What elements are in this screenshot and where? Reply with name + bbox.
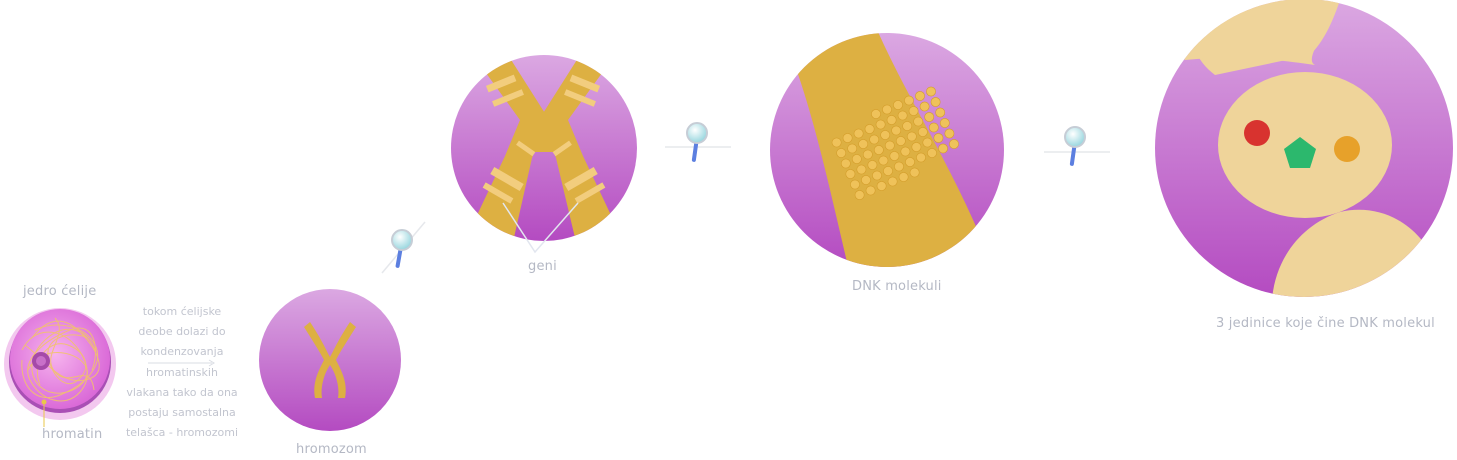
- dna-bead: [864, 124, 875, 134]
- dna-bead: [906, 131, 917, 142]
- description-line: postaju samostalna: [128, 406, 236, 420]
- dna-bead: [916, 152, 926, 163]
- dna-bead: [884, 140, 895, 151]
- dna-bead: [869, 134, 880, 145]
- dna-bead: [913, 116, 924, 127]
- condensation-description: tokom ćelijske deobe dolazi do kondenzov…: [118, 302, 246, 443]
- dna-bead: [894, 161, 904, 172]
- dna-bead: [853, 128, 864, 139]
- dna-bead: [944, 128, 955, 139]
- dna-bead: [861, 175, 871, 185]
- label-chromosome: hromozom: [296, 442, 367, 457]
- dna-bead: [939, 118, 950, 128]
- dna-bead: [847, 143, 858, 154]
- dna-bead: [919, 101, 930, 112]
- dna-bead: [882, 104, 892, 115]
- dna-bead: [895, 136, 906, 146]
- unit-red-circle: [1244, 120, 1270, 146]
- arrow-nucleus-to-chromosome: [148, 359, 215, 367]
- dna-bead: [927, 148, 937, 158]
- dna-bead: [867, 160, 878, 170]
- description-line: hromatinskih: [146, 365, 218, 379]
- label-units: 3 jedinice koje čine DNK molekul: [1216, 316, 1435, 331]
- description-line: vlakana tako da ona: [126, 385, 238, 399]
- cell-nucleus: [4, 308, 116, 427]
- label-nucleus: jedro ćelije: [23, 284, 97, 299]
- dna-circle: [770, 33, 1004, 267]
- dna-bead: [872, 170, 882, 181]
- dna-bead: [928, 122, 939, 133]
- chromatin-fibers: [21, 317, 100, 402]
- dna-bead: [922, 137, 933, 148]
- chromatid-left: [470, 55, 548, 241]
- dna-bead: [862, 149, 873, 160]
- dna-bead: [889, 151, 900, 161]
- dna-bead: [902, 121, 913, 131]
- magnifier-icon: [381, 221, 426, 274]
- dna-bead: [911, 142, 922, 152]
- unit-orange-circle: [1334, 136, 1360, 162]
- dna-bead: [886, 115, 897, 125]
- dna-beads: [831, 86, 959, 200]
- unit-green-pentagon: [1284, 137, 1316, 168]
- dna-bead: [842, 133, 853, 143]
- description-line: deobe dolazi do: [138, 325, 226, 339]
- description-line: telašca - hromozomi: [125, 426, 239, 440]
- dna-units-circle: [1155, 0, 1453, 297]
- dna-bead: [836, 148, 847, 158]
- dna-bead: [926, 86, 936, 97]
- magnifier-icon: [1044, 126, 1110, 166]
- magnifier-icon: [665, 122, 731, 162]
- dna-bead: [933, 133, 944, 143]
- description-line: tokom ćelijske: [142, 305, 222, 318]
- dna-bead: [883, 166, 893, 176]
- dna-bead: [858, 139, 869, 149]
- dna-bead: [900, 146, 911, 157]
- dna-bead: [930, 97, 941, 107]
- dna-bead: [893, 100, 903, 110]
- dna-bead: [880, 130, 891, 140]
- dna-bead: [876, 181, 887, 191]
- label-chromatin: hromatin: [42, 427, 103, 442]
- chromosome-circle: [259, 289, 401, 431]
- dna-bead: [905, 157, 915, 167]
- dna-bead: [854, 190, 865, 200]
- dna-bead: [904, 95, 914, 106]
- dna-bead: [935, 107, 946, 118]
- dna-bead: [938, 143, 948, 154]
- chromosome-shape: [304, 322, 356, 398]
- dna-bead: [917, 127, 928, 137]
- description-line: kondenzovanja: [140, 345, 224, 359]
- dna-bead: [898, 172, 909, 182]
- dna-bead: [840, 158, 851, 169]
- dna-bead: [875, 119, 886, 130]
- dna-bead: [924, 112, 935, 122]
- dna-bead: [908, 106, 919, 116]
- dna-bead: [949, 139, 959, 149]
- dna-bead: [897, 110, 908, 121]
- dna-bead: [831, 137, 842, 148]
- dna-bead: [851, 154, 862, 164]
- dna-bead: [915, 91, 925, 101]
- dna-bead: [873, 145, 884, 155]
- dna-bead: [856, 164, 867, 175]
- label-dna: DNK molekuli: [852, 279, 942, 294]
- dna-bead: [909, 167, 920, 178]
- dna-bead: [878, 155, 889, 166]
- label-genes: geni: [528, 259, 557, 274]
- genes-pointer: [502, 202, 579, 254]
- dna-bead: [850, 179, 860, 190]
- dna-bead: [845, 169, 856, 179]
- chromatid-right: [540, 55, 618, 241]
- dna-bead: [891, 125, 902, 136]
- gene-bands: [482, 74, 606, 204]
- genes-circle: [451, 55, 637, 254]
- dna-bead: [887, 176, 898, 187]
- dna-bead: [865, 185, 876, 196]
- chromatin-pointer-dot: [41, 399, 47, 405]
- dna-bead: [871, 109, 881, 119]
